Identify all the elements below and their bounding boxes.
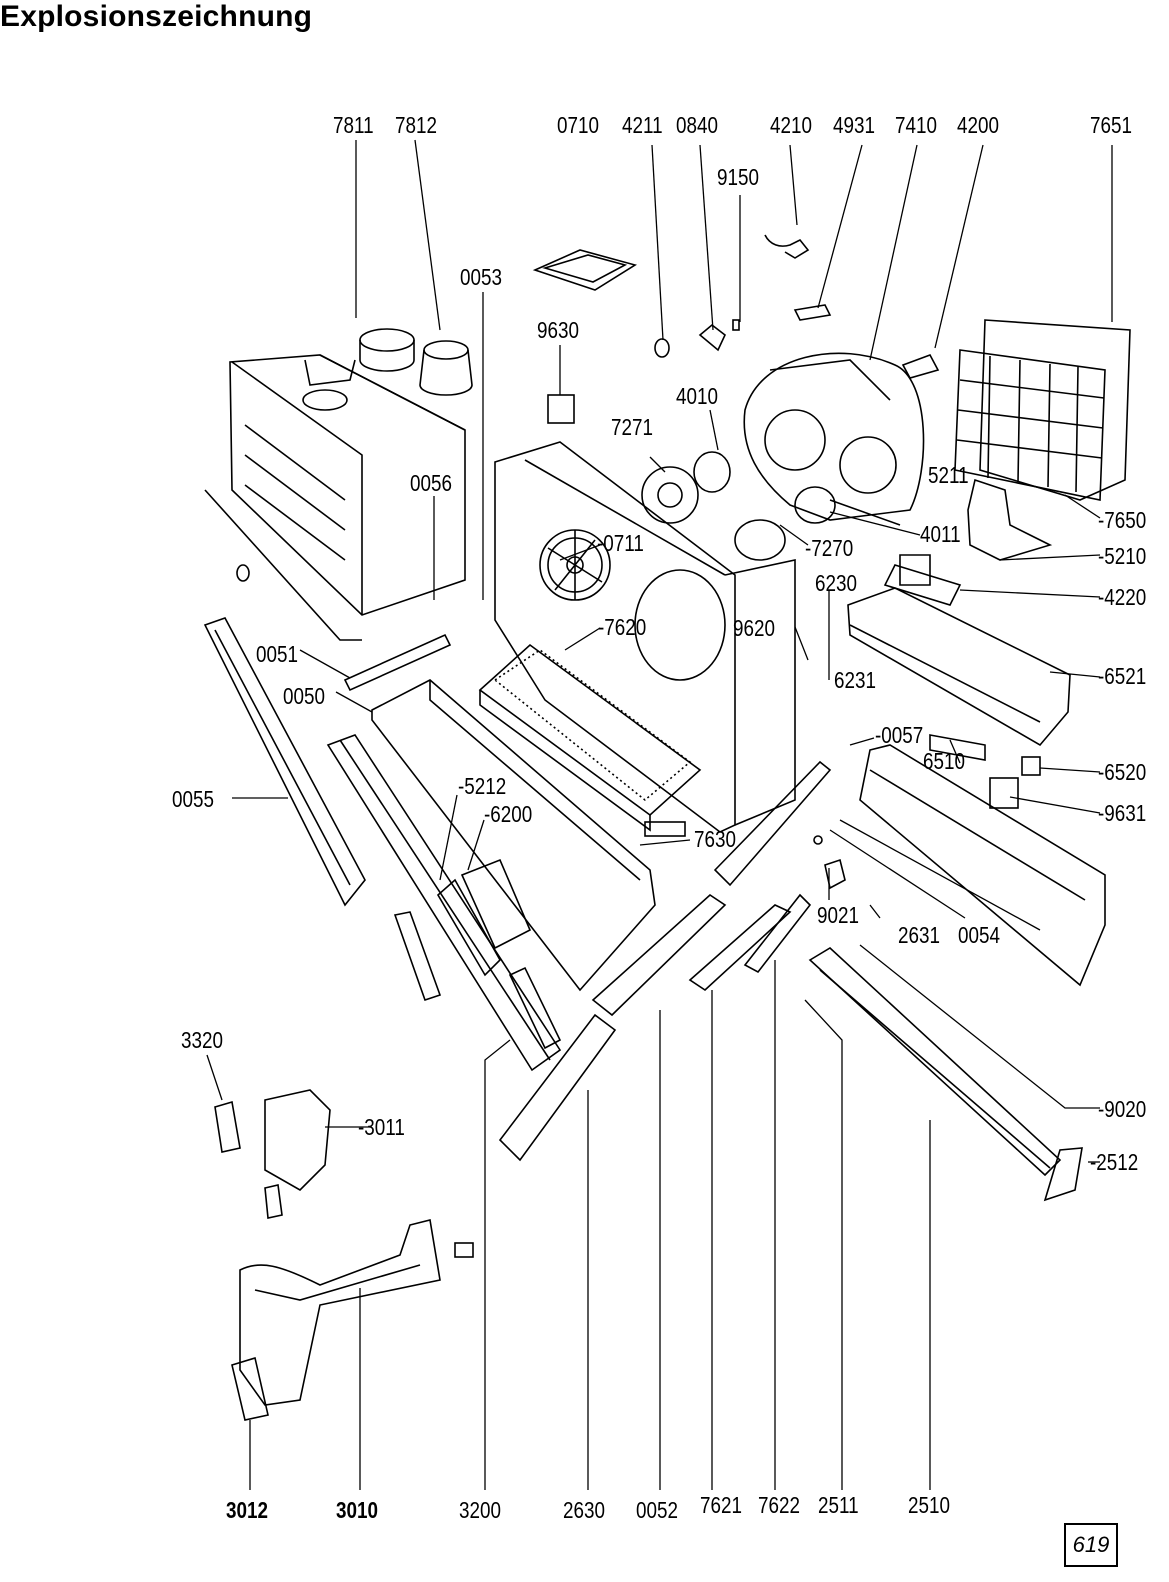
part-label-7271: 7271 — [611, 414, 653, 440]
part-label-0052: 0052 — [636, 1497, 678, 1523]
part-label-0054: 0054 — [958, 922, 1000, 948]
small-top-parts — [532, 234, 940, 424]
metal-filter-panel — [478, 643, 702, 837]
part-label-0710: 0710 — [557, 112, 599, 138]
part-label-2510: 2510 — [908, 1492, 950, 1518]
part-label-9150: 9150 — [717, 164, 759, 190]
part-label-2511: 2511 — [818, 1492, 859, 1518]
part-label-7621: 7621 — [700, 1492, 742, 1518]
part-label-7630: 7630 — [694, 826, 736, 852]
part-label-7650: -7650 — [1098, 507, 1147, 533]
page-title: Explosionszeichnung — [0, 0, 313, 33]
part-label-3010: 3010 — [336, 1497, 378, 1523]
side-rail-right — [813, 744, 1106, 987]
motor-pulleys — [641, 451, 901, 561]
side-rail-left — [203, 617, 366, 907]
leader-lines — [206, 139, 1113, 1490]
switch-module — [214, 1089, 331, 1219]
part-label-0056: 0056 — [410, 470, 452, 496]
part-label-0050: 0050 — [283, 683, 325, 709]
part-label-6521: -6521 — [1098, 663, 1147, 689]
part-label-3011: -3011 — [358, 1114, 405, 1140]
part-label-9631: -9631 — [1098, 800, 1147, 826]
part-label-7410: 7410 — [895, 112, 937, 138]
part-label-7811: 7811 — [333, 112, 374, 138]
part-label-2512: -2512 — [1090, 1149, 1139, 1175]
part-label-2630: 2630 — [563, 1497, 605, 1523]
part-label-3200: 3200 — [459, 1497, 501, 1523]
part-label-4010: 4010 — [676, 383, 718, 409]
back-panel — [494, 441, 796, 833]
part-label-4931: 4931 — [833, 112, 875, 138]
blower-housing — [743, 352, 925, 521]
control-box-right — [847, 587, 1071, 809]
front-strips — [498, 760, 832, 1162]
part-label-0051: 0051 — [256, 641, 298, 667]
part-label-6200: -6200 — [484, 801, 533, 827]
part-label-2631: 2631 — [898, 922, 940, 948]
part-label-6230: 6230 — [815, 570, 857, 596]
part-label-4200: 4200 — [957, 112, 999, 138]
glass-panel — [808, 947, 1083, 1202]
part-label-4011: 4011 — [920, 521, 961, 547]
part-label-4211: 4211 — [622, 112, 663, 138]
part-label-7620: -7620 — [598, 614, 647, 640]
page-number-box: 619 — [1064, 1523, 1118, 1567]
part-label-9020: -9020 — [1098, 1096, 1147, 1122]
part-label-7812: 7812 — [395, 112, 437, 138]
part-label-9620: 9620 — [733, 615, 775, 641]
grease-filter-grid — [954, 319, 1131, 501]
front-bar — [326, 734, 562, 1072]
part-label-5212: -5212 — [458, 773, 507, 799]
part-label-0840: 0840 — [676, 112, 718, 138]
part-label-4220: -4220 — [1098, 584, 1147, 610]
filter-caps — [359, 328, 473, 396]
part-label-0055: 0055 — [172, 786, 214, 812]
front-frame — [343, 633, 656, 992]
part-label-0711: -0711 — [597, 530, 644, 556]
control-bracket — [231, 1219, 474, 1421]
part-label-0053: 0053 — [460, 264, 502, 290]
housing-shell-left — [204, 354, 466, 641]
part-label-0057: -0057 — [875, 722, 924, 748]
part-label-5211: 5211 — [928, 462, 969, 488]
part-label-9630: 9630 — [537, 317, 579, 343]
part-label-7622: 7622 — [758, 1492, 800, 1518]
switch-board — [883, 478, 1053, 606]
part-label-6510: 6510 — [923, 748, 965, 774]
part-label-3012: 3012 — [226, 1497, 268, 1523]
part-label-4210: 4210 — [770, 112, 812, 138]
light-housing — [460, 858, 562, 1050]
part-label-9021: 9021 — [817, 902, 859, 928]
part-label-6520: -6520 — [1098, 759, 1147, 785]
part-label-6231: 6231 — [834, 667, 876, 693]
part-label-3320: 3320 — [181, 1027, 223, 1053]
part-label-7651: 7651 — [1090, 112, 1132, 138]
part-label-5210: -5210 — [1098, 543, 1147, 569]
part-label-7270: -7270 — [805, 535, 854, 561]
